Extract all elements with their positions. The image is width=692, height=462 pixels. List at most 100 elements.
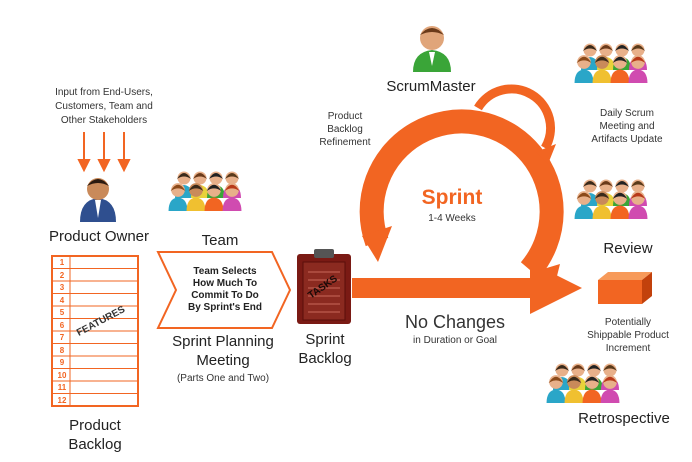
daily-scrum-3: Artifacts Update <box>591 134 663 145</box>
person-hair <box>566 376 582 384</box>
person-hair <box>631 181 645 187</box>
backlog-row-number: 4 <box>59 295 65 305</box>
backlog-row-number: 11 <box>57 383 67 392</box>
backlog-row-number: 6 <box>59 320 65 330</box>
person-hair <box>177 173 191 179</box>
person-hair <box>594 56 610 64</box>
team-selects-3: Commit To Do <box>191 290 259 301</box>
input-line-2: Customers, Team and <box>55 101 153 112</box>
backlog-row-number: 1 <box>59 258 65 267</box>
person-hair <box>170 184 186 192</box>
refinement-text: Product Backlog Refinement <box>300 110 390 149</box>
backlog-row-number: 5 <box>59 308 65 317</box>
person-body <box>582 389 602 403</box>
product-owner-icon <box>80 178 116 222</box>
backlog-row-number: 9 <box>59 358 65 367</box>
increment-text: Potentially Shippable Product Increment <box>570 316 686 355</box>
backlog-row-number: 12 <box>57 395 67 405</box>
sprint-planning-title-2: Meeting <box>196 352 250 369</box>
person-body <box>168 197 188 211</box>
sprint-backlog-label: Sprint Backlog <box>286 330 364 368</box>
daily-scrum-text: Daily Scrum Meeting and Artifacts Update <box>572 107 682 146</box>
person-hair <box>615 45 629 51</box>
person-hair <box>603 365 617 371</box>
person-hair <box>612 56 628 64</box>
person-hair <box>599 45 613 51</box>
increment-2: Shippable Product <box>587 330 669 341</box>
product-backlog-list <box>51 255 139 407</box>
scrum-master-label: ScrumMaster <box>386 78 476 95</box>
team-selects-1: Team Selects <box>193 266 257 277</box>
person-hair <box>630 192 646 200</box>
product-owner-label: Product Owner <box>48 228 150 245</box>
person-hair <box>615 181 629 187</box>
product-backlog-label-1: Product <box>69 417 121 434</box>
person-body <box>564 389 584 403</box>
person-hair <box>571 365 585 371</box>
increment-box-icon <box>598 272 652 304</box>
person-body <box>600 389 620 403</box>
sprint-planning-title: Sprint Planning Meeting <box>158 332 288 370</box>
increment-1: Potentially <box>604 317 652 328</box>
person-body <box>574 205 594 219</box>
product-backlog-label-2: Backlog <box>68 436 122 453</box>
person-hair <box>612 192 628 200</box>
backlog-row-number: 10 <box>57 370 67 380</box>
increment-arrow <box>352 262 582 314</box>
input-line-1: Input from End-Users, <box>55 87 153 98</box>
person-hair <box>576 192 592 200</box>
backlog-row-number: 2 <box>59 270 65 280</box>
person-hair <box>555 365 569 371</box>
scrum-master-icon <box>413 26 451 72</box>
team-label: Team <box>201 232 239 249</box>
sprint-duration: 1-4 Weeks <box>428 213 476 224</box>
product-backlog-label: Product Backlog <box>50 416 140 454</box>
person-hair <box>209 173 223 179</box>
person-hair <box>224 184 240 192</box>
person-hair <box>587 365 601 371</box>
person-body <box>222 197 242 211</box>
retrospective-label: Retrospective <box>578 410 670 427</box>
daily-scrum-icon <box>574 43 648 83</box>
review-icon <box>574 179 648 219</box>
person-hair <box>225 173 239 179</box>
person-body <box>628 205 648 219</box>
person-body <box>610 69 630 83</box>
person-body <box>610 205 630 219</box>
person-body <box>574 69 594 83</box>
team-selects-2: How Much To <box>192 278 258 289</box>
input-text: Input from End-Users, Customers, Team an… <box>40 86 168 128</box>
person-body <box>204 197 224 211</box>
refinement-1: Product <box>327 111 363 122</box>
sprint-planning-chevron <box>156 251 292 329</box>
person-hair <box>193 173 207 179</box>
no-changes-sub: in Duration or Goal <box>413 335 497 346</box>
person-body <box>546 389 566 403</box>
sprint-title: Sprint <box>421 186 483 209</box>
person-hair <box>206 184 222 192</box>
sprint-backlog-label-2: Backlog <box>298 350 352 367</box>
team-selects-text: Team Selects How Much To Commit To Do By… <box>170 266 280 314</box>
sprint-planning-title-1: Sprint Planning <box>172 333 274 350</box>
person-body <box>628 69 648 83</box>
retrospective-icon <box>546 363 620 403</box>
person-hair <box>631 45 645 51</box>
refinement-3: Refinement <box>319 137 371 148</box>
sprint-planning-sub: (Parts One and Two) <box>176 373 270 384</box>
sprint-backlog-clipboard <box>297 249 351 324</box>
person-body <box>592 69 612 83</box>
daily-scrum-2: Meeting and <box>599 121 655 132</box>
person-hair <box>583 181 597 187</box>
increment-3: Increment <box>605 343 651 354</box>
person-hair <box>584 376 600 384</box>
person-hair <box>602 376 618 384</box>
daily-scrum-1: Daily Scrum <box>600 108 654 119</box>
person-body <box>186 197 206 211</box>
person-hair <box>576 56 592 64</box>
input-arrows <box>77 132 131 173</box>
person-hair <box>548 376 564 384</box>
backlog-row-number: 8 <box>59 345 65 355</box>
sprint-cycle <box>359 84 564 278</box>
team-selects-4: By Sprint's End <box>187 302 263 313</box>
